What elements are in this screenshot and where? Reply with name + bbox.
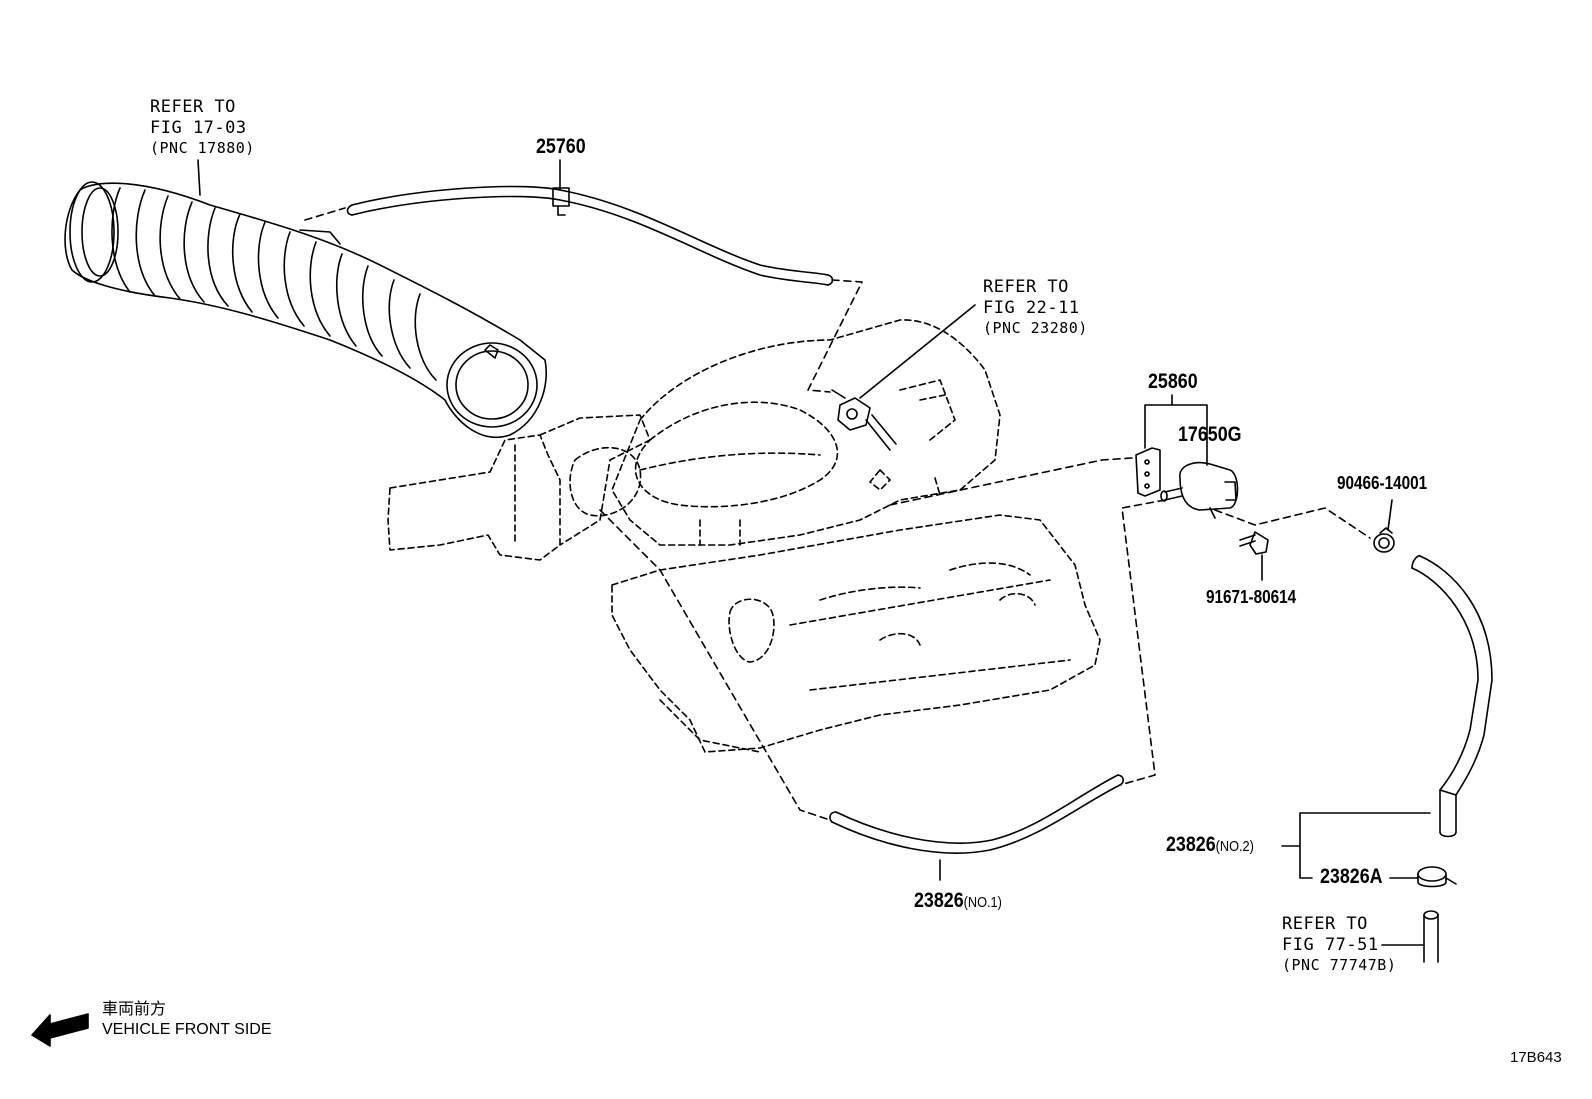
- clip-23826a-part: [1417, 866, 1457, 888]
- bolt-part: [1239, 531, 1269, 555]
- figure-code: 17B643: [1510, 1049, 1562, 1066]
- part-label-25760: 25760: [536, 135, 586, 158]
- air-intake-hose: [64, 181, 547, 438]
- part-label-90466-14001: 90466-14001: [1337, 473, 1428, 493]
- hose-23826-no2: [1411, 555, 1493, 838]
- ref-fig-17-03: REFER TO FIG 17-03 (PNC 17880): [150, 97, 255, 157]
- tube-77747b-part: [1423, 910, 1439, 963]
- front-direction-arrow: [31, 1013, 89, 1047]
- throttle-body: [387, 414, 651, 561]
- part-label-23826-no1: 23826(NO.1): [914, 889, 1002, 912]
- part-label-23826a: 23826A: [1320, 865, 1383, 888]
- ref-fig-77-51: REFER TO FIG 77-51 (PNC 77747B): [1282, 914, 1397, 974]
- cylinder-head-cover: [611, 514, 1101, 753]
- leader-lines: [197, 159, 1431, 946]
- ref-fig-22-11: REFER TO FIG 22-11 (PNC 23280): [983, 277, 1088, 337]
- dashed-leaders: [304, 207, 1371, 821]
- part-label-23826-no2: 23826(NO.2): [1166, 833, 1254, 856]
- pcv-valve-part: [831, 389, 897, 451]
- front-direction-label: 車両前方 VEHICLE FRONT SIDE: [102, 1001, 272, 1038]
- hose-23826-no1: [829, 774, 1124, 854]
- intake-manifold: [611, 319, 1001, 546]
- hose-25760: [346, 185, 834, 286]
- clamp-part: [1373, 527, 1395, 553]
- part-label-17650g: 17650G: [1178, 423, 1242, 446]
- part-label-25860: 25860: [1148, 370, 1198, 393]
- vsv-assembly: [1135, 447, 1239, 519]
- part-label-91671-80614: 91671-80614: [1206, 587, 1297, 607]
